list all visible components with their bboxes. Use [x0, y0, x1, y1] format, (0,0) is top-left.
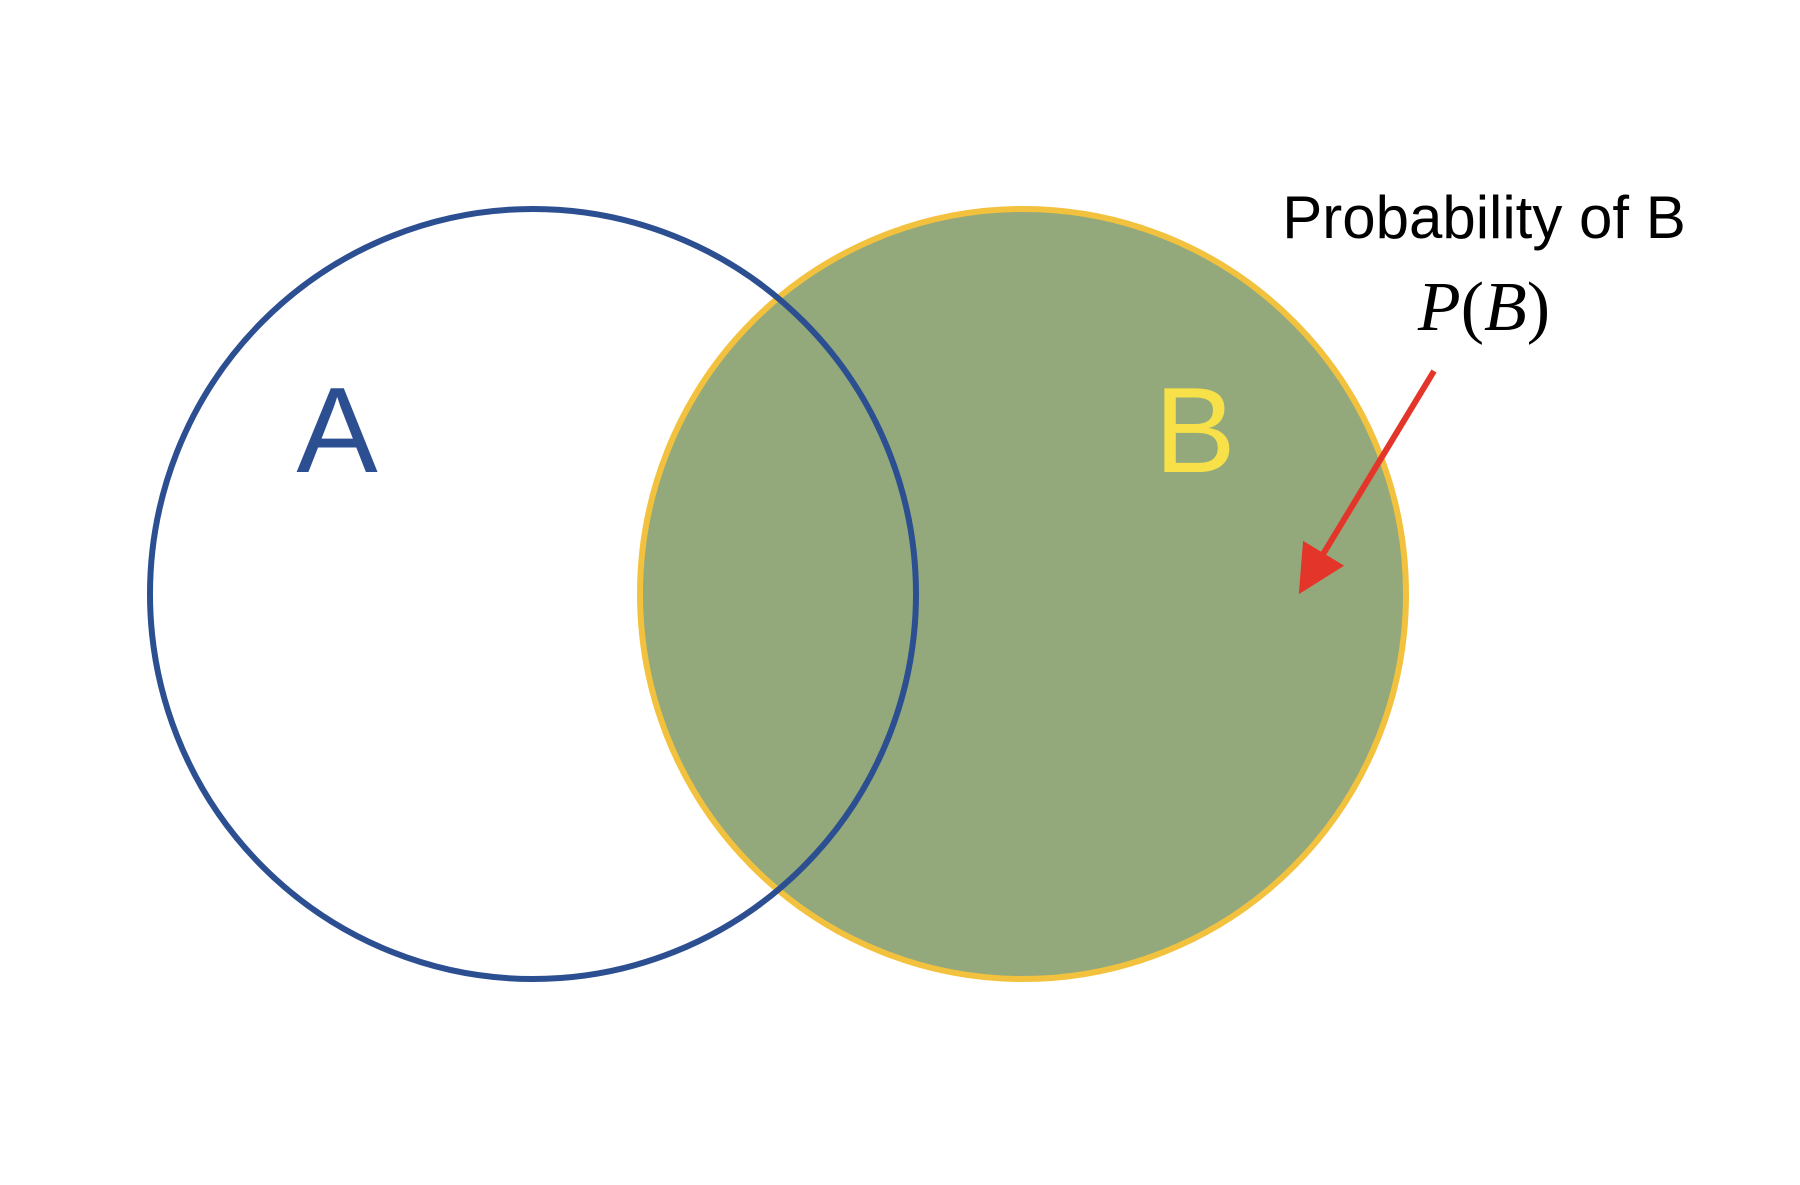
annotation-caption: Probability of B [1282, 184, 1686, 251]
formula-argument: B [1484, 269, 1527, 346]
set-b-circle [637, 206, 1409, 982]
set-b-label: B [1154, 362, 1235, 498]
annotation-arrow [1298, 369, 1437, 595]
annotation-formula: P(B) [1417, 269, 1550, 346]
formula-open-paren: ( [1461, 269, 1484, 346]
formula-function: P [1417, 269, 1461, 346]
formula-close-paren: ) [1527, 269, 1550, 346]
set-a-circle [147, 206, 919, 982]
set-a-label: A [296, 362, 378, 498]
